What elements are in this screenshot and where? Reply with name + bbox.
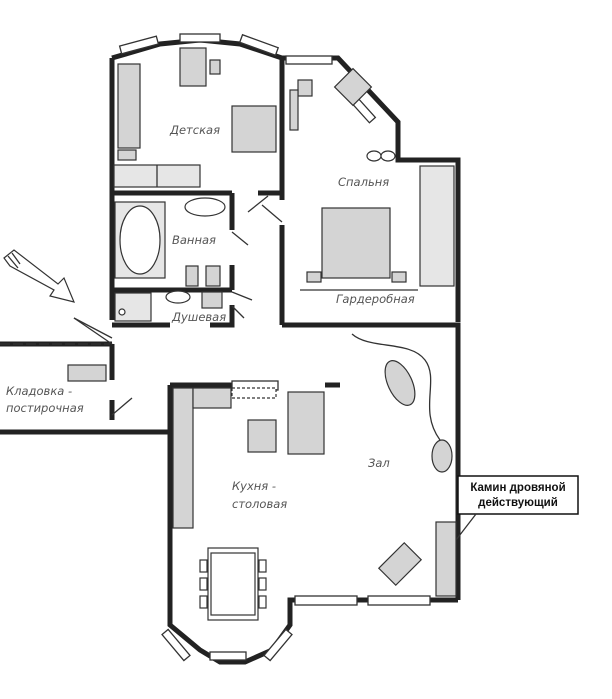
- hall-furniture: [351, 333, 457, 597]
- room-label-wardrobe: Гардеробная: [336, 292, 415, 306]
- table: [231, 105, 277, 153]
- kitchen-furniture: [172, 387, 325, 621]
- room-labels: Детская Спальня Ванная Душевая Гардеробн…: [6, 123, 415, 511]
- window: [238, 33, 280, 57]
- shower-furniture: [114, 290, 223, 322]
- door: [231, 231, 249, 246]
- curved-partition: [351, 333, 441, 441]
- coffee-table: [377, 541, 423, 587]
- upper-cabinet: [231, 387, 277, 399]
- nightstand: [117, 149, 137, 161]
- fireplace-callout: Камин дровяной действующий: [455, 475, 579, 541]
- child-room-furniture: [113, 47, 277, 188]
- storage-furniture: [67, 364, 107, 382]
- door: [231, 305, 245, 319]
- room-label-child: Детская: [169, 123, 220, 137]
- window: [294, 595, 358, 606]
- bedroom-wardrobe: [419, 165, 455, 287]
- sink: [184, 197, 226, 217]
- window: [367, 595, 431, 606]
- bedroom-furniture: [289, 67, 455, 287]
- armchair: [384, 360, 416, 406]
- room-label-kitchen-line2: столовая: [232, 497, 287, 511]
- callout-line2: действующий: [478, 497, 558, 509]
- desk: [179, 47, 207, 87]
- shower-toilet: [201, 291, 223, 309]
- room-label-shower: Душевая: [171, 310, 226, 324]
- toilet: [185, 265, 199, 287]
- room-label-storage-line2: постирочная: [6, 401, 84, 415]
- room-label-bathroom: Ванная: [172, 233, 216, 247]
- shower-tray: [114, 292, 152, 322]
- room-label-storage-line1: Кладовка -: [6, 384, 72, 398]
- kitchen-counter: [172, 387, 194, 529]
- door: [73, 317, 113, 339]
- nightstand: [297, 79, 313, 97]
- chair: [199, 595, 208, 609]
- door: [231, 291, 253, 301]
- room-label-bedroom: Спальня: [338, 175, 389, 189]
- double-bed: [321, 207, 391, 279]
- door: [261, 204, 283, 223]
- nightstand: [391, 271, 407, 283]
- callout-line1: Камин дровяной: [470, 482, 565, 494]
- washer: [67, 364, 107, 382]
- callout-leader: [455, 513, 477, 541]
- door: [111, 397, 133, 416]
- chair: [209, 59, 221, 75]
- room-label-kitchen-line1: Кухня -: [232, 479, 276, 493]
- window: [179, 33, 221, 43]
- kitchen-counter: [192, 387, 232, 409]
- chair: [258, 559, 267, 573]
- window: [209, 651, 247, 661]
- doors: [73, 195, 283, 416]
- bidet: [205, 265, 221, 287]
- window: [285, 55, 333, 65]
- bed: [117, 63, 141, 149]
- window: [263, 628, 293, 662]
- kitchen-island: [247, 419, 277, 453]
- bath-furniture: [114, 197, 226, 287]
- chair: [258, 595, 267, 609]
- shelf: [289, 89, 299, 131]
- window: [118, 35, 160, 55]
- window: [161, 628, 191, 662]
- bathtub-basin: [119, 205, 161, 275]
- fireplace: [435, 521, 457, 597]
- armchair: [333, 67, 373, 107]
- chair: [199, 577, 208, 591]
- door: [247, 195, 269, 213]
- chair: [199, 559, 208, 573]
- chair: [258, 577, 267, 591]
- room-label-hall: Зал: [368, 456, 390, 470]
- entry-arrow-icon: [3, 249, 76, 303]
- nightstand: [306, 271, 322, 283]
- sofa: [287, 391, 325, 455]
- shower-sink: [165, 290, 191, 304]
- callout-box: [457, 475, 579, 515]
- round-table: [431, 439, 453, 473]
